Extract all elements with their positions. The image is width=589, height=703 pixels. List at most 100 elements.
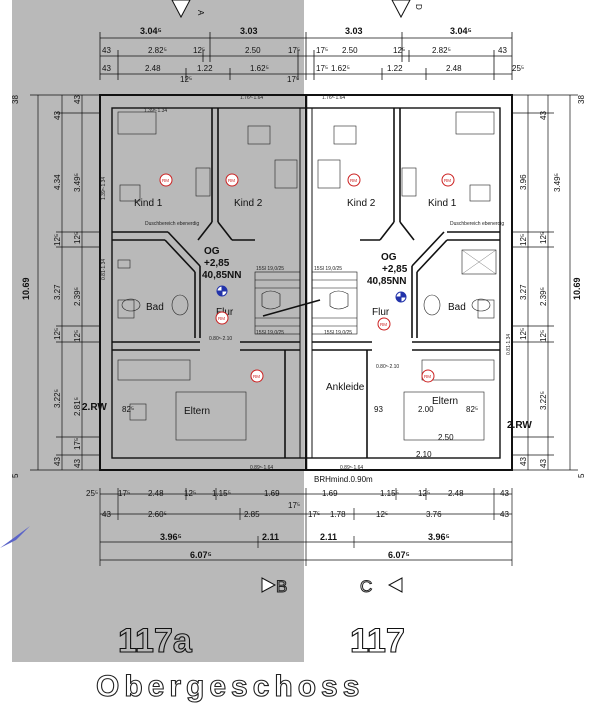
svg-text:0.89⁵·1.64: 0.89⁵·1.64 [250, 465, 273, 471]
svg-text:3.04⁵: 3.04⁵ [450, 26, 472, 36]
section-marker-bottom-right: C [360, 577, 403, 597]
svg-text:OG: OG [381, 252, 397, 263]
svg-text:2.00: 2.00 [418, 405, 434, 414]
stairs-left [254, 271, 301, 335]
svg-text:1.22: 1.22 [387, 64, 403, 73]
svg-text:3.03: 3.03 [240, 26, 258, 36]
svg-text:C: C [360, 577, 372, 596]
eltern-right-dims: 93 2.00 82⁵ 2.50 2.10 [374, 405, 478, 459]
right-inner-dims: 3.96 12⁵ 3.27 12⁵ 43 [519, 174, 528, 466]
svg-text:2.10: 2.10 [416, 450, 432, 459]
svg-text:93: 93 [374, 405, 383, 414]
left-total-dim: 10.69 [21, 277, 31, 300]
rw-mark-right: 2.RW [507, 420, 532, 431]
svg-text:38: 38 [577, 95, 586, 104]
room-kind2-left: Kind 2 [234, 198, 263, 209]
svg-text:0.80⁵·2.10: 0.80⁵·2.10 [376, 364, 399, 370]
svg-text:1.15⁵: 1.15⁵ [380, 489, 399, 498]
svg-text:43: 43 [53, 111, 62, 120]
unit-label-117a: 117a [118, 622, 193, 660]
svg-text:3.27: 3.27 [53, 284, 62, 300]
bottom-dimension-row3: 3.96⁵ 2.11 2.11 3.96⁵ [160, 532, 450, 542]
svg-text:3.96: 3.96 [519, 174, 528, 190]
section-marker-top-right: D [391, 0, 423, 19]
unit-label-117: 117 [350, 622, 405, 660]
svg-text:12⁵: 12⁵ [393, 46, 405, 55]
bottom-dimension-row4: 6.07⁵ 6.07⁵ [190, 550, 410, 560]
svg-text:43: 43 [73, 459, 82, 468]
svg-text:3.49⁵: 3.49⁵ [553, 173, 562, 192]
right-dimension-lines [512, 94, 578, 471]
svg-text:2.50: 2.50 [245, 46, 261, 55]
level-left: OG +2,85 40,85NN [202, 246, 241, 281]
svg-text:5: 5 [11, 473, 20, 478]
svg-text:1.62⁵: 1.62⁵ [250, 64, 269, 73]
svg-text:12⁵: 12⁵ [519, 328, 528, 340]
room-bad-right: Bad [448, 302, 466, 313]
svg-text:2.48: 2.48 [448, 489, 464, 498]
svg-text:1.76⁵·1.64: 1.76⁵·1.64 [240, 95, 263, 101]
furniture-right [317, 111, 497, 441]
room-kind1-right: Kind 1 [428, 198, 457, 209]
svg-text:17⁵: 17⁵ [308, 510, 320, 519]
section-marker-bottom-left: B [261, 577, 288, 597]
top-dimension-row2: 43 2.82⁵ 12⁵ 2.50 17⁵ 17⁵ 2.50 12⁵ 2.82⁵… [102, 46, 507, 55]
svg-text:RM: RM [350, 178, 357, 183]
level-marker-left-icon [216, 285, 228, 297]
svg-text:0.81·1.34: 0.81·1.34 [101, 259, 107, 280]
svg-text:2.48: 2.48 [145, 64, 161, 73]
left-outer-dims: 38 43 3.49⁵ 12⁵ 2.39⁵ 12⁵ 2.81⁵ 17⁵ 43 5 [11, 95, 82, 478]
svg-text:17⁵: 17⁵ [288, 501, 300, 510]
svg-text:RM: RM [162, 178, 169, 183]
left-unit-walls [112, 108, 300, 458]
svg-text:17⁵: 17⁵ [287, 75, 299, 84]
svg-text:1.15⁵: 1.15⁵ [212, 489, 231, 498]
svg-text:25⁵: 25⁵ [86, 489, 98, 498]
svg-text:17⁵: 17⁵ [316, 46, 328, 55]
outer-walls [99, 94, 513, 471]
svg-text:6.07⁵: 6.07⁵ [388, 550, 410, 560]
svg-text:2.39⁵: 2.39⁵ [539, 287, 548, 306]
top-dimension-lines [99, 32, 513, 80]
svg-text:12⁵: 12⁵ [180, 75, 192, 84]
svg-text:RM: RM [218, 316, 225, 321]
svg-text:3.22⁵: 3.22⁵ [539, 391, 548, 410]
svg-text:38: 38 [11, 95, 20, 104]
svg-text:3.96⁵: 3.96⁵ [160, 532, 182, 542]
svg-text:1.76⁵·1.64: 1.76⁵·1.64 [322, 95, 345, 101]
top-dimension-row1: 3.04⁵ 3.03 3.03 3.04⁵ [140, 26, 472, 36]
svg-text:2.82⁵: 2.82⁵ [148, 46, 167, 55]
svg-text:1.69: 1.69 [264, 489, 280, 498]
room-kind2-right: Kind 2 [347, 198, 376, 209]
svg-text:A: A [196, 10, 205, 16]
svg-text:17⁵: 17⁵ [118, 489, 130, 498]
svg-text:3.03: 3.03 [345, 26, 363, 36]
svg-text:5: 5 [577, 473, 586, 478]
room-ankleide-right: Ankleide [326, 382, 365, 393]
svg-text:17⁵: 17⁵ [288, 46, 300, 55]
shower-label-right: Duschbereich ebenerdig [450, 221, 504, 227]
bottom-dimension-row1: 25⁵ 17⁵ 2.48 12⁵ 1.15⁵ 1.69 17⁵ 1.69 1.1… [86, 489, 509, 510]
svg-text:12⁵: 12⁵ [539, 330, 548, 342]
svg-text:0.89⁵·1.64: 0.89⁵·1.64 [340, 465, 363, 471]
room-eltern-right: Eltern [432, 396, 458, 407]
level-right: OG +2,85 40,85NN [367, 252, 408, 287]
svg-text:43: 43 [102, 46, 111, 55]
svg-text:82⁵: 82⁵ [466, 405, 478, 414]
svg-text:25⁵: 25⁵ [512, 64, 524, 73]
rw-mark-left: 2.RW [82, 402, 107, 413]
left-inner-dims: 43 4.34 12⁵ 3.27 12⁵ 3.22⁵ 43 [53, 95, 82, 466]
svg-text:43: 43 [500, 489, 509, 498]
svg-text:12⁵: 12⁵ [73, 330, 82, 342]
room-kind1-left: Kind 1 [134, 198, 163, 209]
top-dimension-row3: 43 2.48 12⁵ 1.22 1.62⁵ 17⁵ 17⁵ 1.62⁵ 1.2… [102, 64, 524, 84]
right-unit-walls [312, 108, 500, 458]
svg-text:OG: OG [204, 246, 220, 257]
svg-text:12⁵: 12⁵ [73, 232, 82, 244]
svg-text:3.22⁵: 3.22⁵ [53, 389, 62, 408]
svg-text:43: 43 [498, 46, 507, 55]
svg-text:3.96⁵: 3.96⁵ [428, 532, 450, 542]
brh-note: BRHmind.0.90m [314, 475, 373, 484]
svg-text:2.82⁵: 2.82⁵ [432, 46, 451, 55]
